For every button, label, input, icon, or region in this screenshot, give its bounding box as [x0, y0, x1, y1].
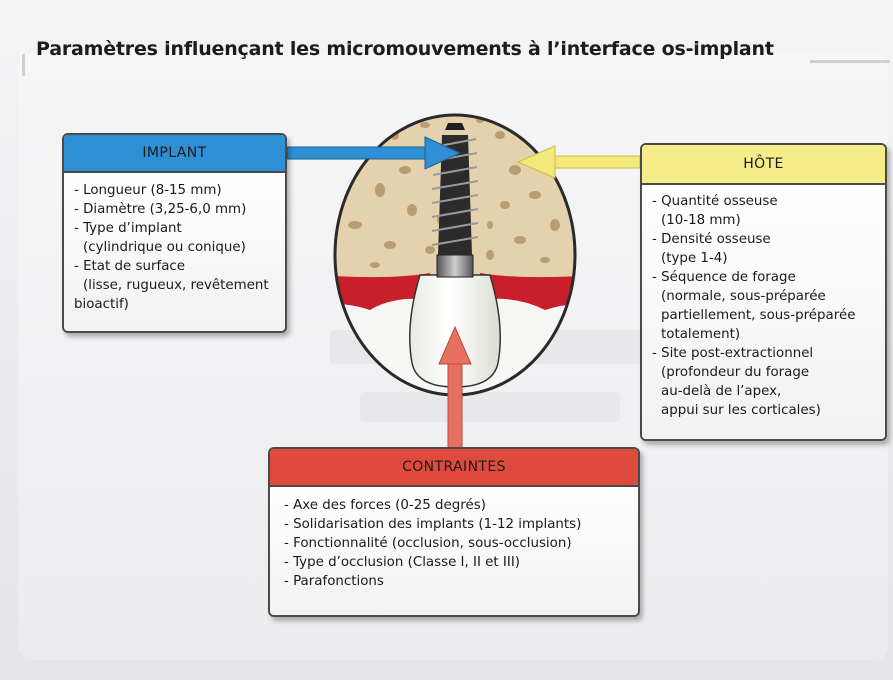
- list-item: appui sur les corticales): [652, 401, 879, 420]
- constraints-box-body: - Axe des forces (0-25 degrés) - Solidar…: [270, 487, 638, 617]
- host-arrow: [518, 146, 640, 178]
- list-item: - Site post-extractionnel: [652, 344, 879, 363]
- constraints-box: CONTRAINTES - Axe des forces (0-25 degré…: [268, 447, 640, 617]
- list-item: totalement): [652, 325, 879, 344]
- list-item: - Séquence de forage: [652, 268, 879, 287]
- list-item: (cylindrique ou conique): [74, 238, 279, 257]
- implant-box: IMPLANT - Longueur (8-15 mm) - Diamètre …: [62, 133, 287, 333]
- implant-arrow: [287, 137, 460, 169]
- list-item: (lisse, rugueux, revêtement: [74, 276, 279, 295]
- host-box: HÔTE - Quantité osseuse (10-18 mm) - Den…: [640, 143, 887, 441]
- list-item: (profondeur du forage: [652, 363, 879, 382]
- list-item: - Diamètre (3,25-6,0 mm): [74, 200, 279, 219]
- constraints-box-header: CONTRAINTES: [270, 449, 638, 487]
- host-box-body: - Quantité osseuse (10-18 mm) - Densité …: [642, 185, 885, 441]
- list-item: - Axe des forces (0-25 degrés): [284, 496, 632, 515]
- list-item: - Densité osseuse: [652, 230, 879, 249]
- list-item: - Solidarisation des implants (1-12 impl…: [284, 515, 632, 534]
- list-item: au-delà de l’apex,: [652, 382, 879, 401]
- list-item: - Etat de surface: [74, 257, 279, 276]
- list-item: - Longueur (8-15 mm): [74, 181, 279, 200]
- constraints-arrow: [439, 327, 471, 448]
- implant-box-header: IMPLANT: [64, 135, 285, 173]
- list-item: (10-18 mm): [652, 211, 879, 230]
- list-item: bioactif): [74, 295, 279, 314]
- implant-box-body: - Longueur (8-15 mm) - Diamètre (3,25-6,…: [64, 173, 285, 333]
- list-item: - Type d’implant: [74, 219, 279, 238]
- list-item: - Quantité osseuse: [652, 192, 879, 211]
- list-item: - Parafonctions: [284, 572, 632, 591]
- list-item: (type 1-4): [652, 249, 879, 268]
- list-item: - Fonctionnalité (occlusion, sous-occlus…: [284, 534, 632, 553]
- list-item: - Type d’occlusion (Classe I, II et III): [284, 553, 632, 572]
- list-item: (normale, sous-préparée: [652, 287, 879, 306]
- list-item: partiellement, sous-préparée: [652, 306, 879, 325]
- host-box-header: HÔTE: [642, 145, 885, 185]
